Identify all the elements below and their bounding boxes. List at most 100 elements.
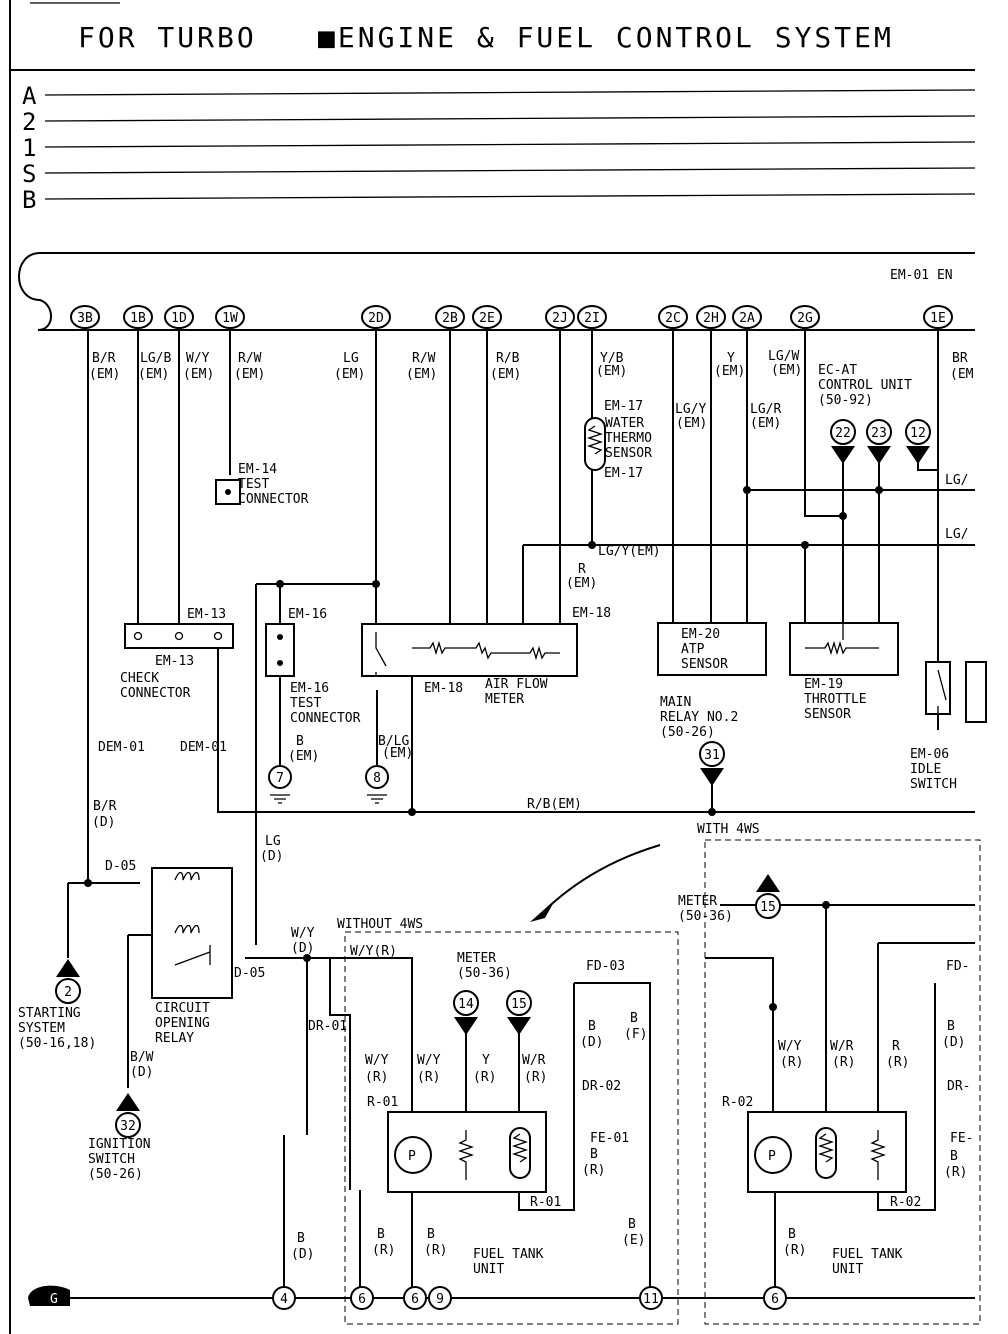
terminal-number: 31 [704,748,720,763]
wire-label: B [296,734,304,749]
component-label-line: FUEL TANK [832,1247,903,1262]
ground-circle [763,1286,787,1310]
component-label-line: EM-16 [288,607,327,622]
wire-label: R-01 [530,1195,561,1210]
component-label-line: FUEL TANK [473,1247,544,1262]
title-prefix: FOR TURBO [78,21,257,54]
terminal-triangle [700,768,724,786]
wire-label: R-02 [890,1195,921,1210]
wire-label: (EM) [750,416,781,431]
wire-label: (D) [92,815,115,830]
ground-number: 8 [373,771,381,786]
wire-label: Y [482,1053,490,1068]
connector-ring [545,305,575,329]
wire-label: (R) [886,1055,909,1070]
without-4ws-box [344,931,679,1325]
component-label: WITHOUT 4WS [337,917,423,932]
wire-label: LG/W [768,349,799,364]
terminal-number: 23 [871,426,887,441]
bus-letter: 2 [22,108,36,136]
component-label-line: (50-26) [660,725,715,740]
ground-icon [28,1285,70,1306]
component-label-line: (50-36) [678,909,733,924]
component-label-line: SENSOR [681,657,728,672]
wire-label: (F) [624,1027,647,1042]
wire-label: LG/R [750,402,781,417]
component-label: EM-16 [288,607,327,622]
component-label: EM-13 [187,607,226,622]
wire-label: D-05 [105,859,136,874]
wire-label: W/R [830,1039,854,1054]
wire-label: (EM) [89,367,120,382]
wire-label: (R) [372,1243,395,1258]
wire-label: D-05 [234,966,265,981]
connector-ring [577,305,607,329]
wire-label: B [947,1019,955,1034]
terminal-triangle [116,1093,140,1111]
wire-label: (D) [291,1247,314,1262]
wire-label: (R) [783,1243,806,1258]
wire-label: FD- [946,959,969,974]
wire-label: W/Y [365,1053,389,1068]
wire-label: (EM [950,367,974,382]
connector-point: 2G [790,305,820,329]
component-label-line: UNIT [832,1262,863,1277]
ground-tag: G [50,1292,58,1307]
wire-label: (E) [622,1233,645,1248]
component-labels: EM-14TESTCONNECTOREM-13EM-13CHECKCONNECT… [18,363,957,1277]
terminal-triangle [867,446,891,464]
connector-id: 2J [552,311,568,326]
component-label-line: EC-AT [818,363,857,378]
wire-label: (R) [365,1070,388,1085]
wire-label: W/Y [417,1053,441,1068]
connector-id: 1E [930,311,946,326]
component-label: EM-17 [604,466,643,481]
component-label: EM-17 [604,399,643,414]
component-label-line: OPENING [155,1016,210,1031]
terminal-ref: 15 [755,874,781,919]
wire-label: LG/Y(EM) [598,544,661,559]
terminal-triangle [756,874,780,892]
connector-point: 1B [123,305,153,329]
connector-point: 2E [472,305,502,329]
air-flow-meter [361,623,578,677]
terminal-number: 22 [835,426,851,441]
component-label-line: METER [457,951,496,966]
wire-label: (D) [291,941,314,956]
wire-label: BR [952,351,968,366]
component-label-line: IDLE [910,762,941,777]
component-label-line: IGNITION [88,1137,151,1152]
wire-label: LG/ [945,527,968,542]
wire-label: B/W [130,1050,154,1065]
component-label-line: SWITCH [910,777,957,792]
connector-id: 3B [77,311,93,326]
wire-label: (D) [260,849,283,864]
connector-point: 2J [545,305,575,329]
ground-point: 9 [428,1286,452,1310]
component-label-line: SYSTEM [18,1021,65,1036]
connector-id: 2H [703,311,719,326]
wire-label: Y [727,351,735,366]
terminal-circle [830,419,856,445]
terminal-ref: 32 [115,1093,141,1138]
component-label-line: CIRCUIT [155,1001,210,1016]
wire-label: (R) [424,1243,447,1258]
connector-id: 2C [665,311,681,326]
wire-label: R-01 [367,1095,398,1110]
wire-label: R/W [412,351,436,366]
em16-test-connector [265,623,295,677]
wire-label: (D) [942,1035,965,1050]
pump-symbol: P [408,1149,416,1164]
component-label-line: (50-26) [88,1167,143,1182]
terminal-triangle [831,446,855,464]
atp-sensor [657,622,767,676]
connector-ring [123,305,153,329]
wire-label: LG [343,351,359,366]
